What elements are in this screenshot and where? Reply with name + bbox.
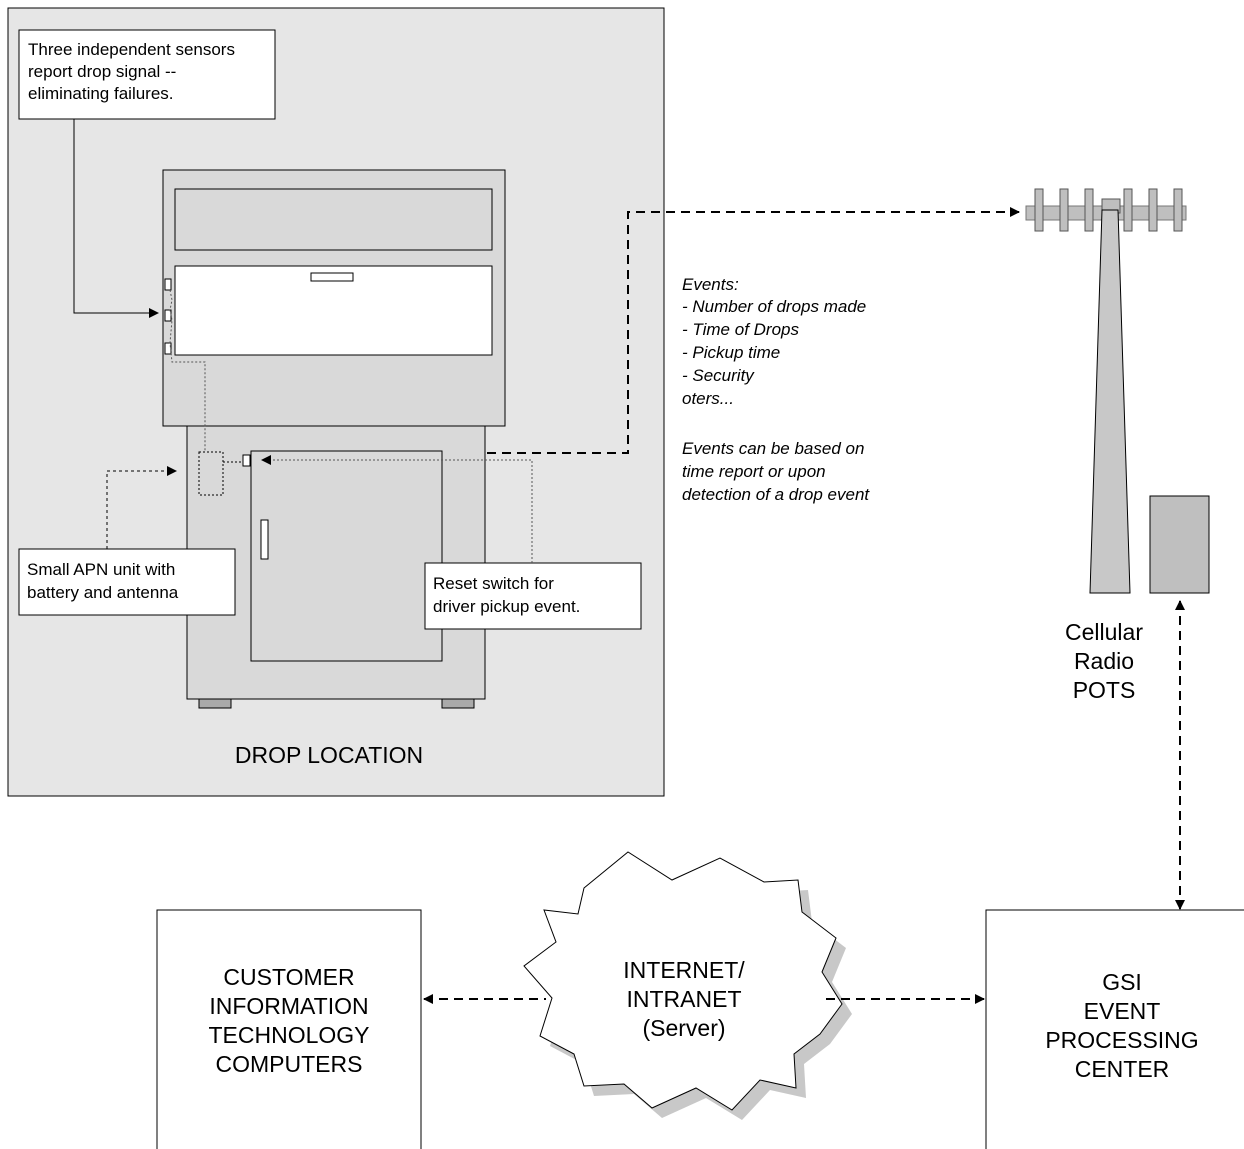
drop-slot (310, 272, 354, 282)
customer-label-line-1: CUSTOMER (223, 964, 354, 990)
customer-label-line-3: TECHNOLOGY (208, 1022, 369, 1048)
customer-label-line-2: INFORMATION (209, 993, 368, 1019)
events-basis-line-2: time report or upon (682, 462, 826, 481)
sensors-callout: Three independent sensors report drop si… (18, 29, 276, 318)
sensor-2 (164, 309, 172, 322)
reset-callout-line-1: Reset switch for (433, 574, 554, 593)
reset-callout: Reset switch for driver pickup event. (261, 455, 642, 630)
events-note: Events: - Number of drops made - Time of… (682, 275, 870, 504)
sensors-callout-line-2: report drop signal -- (28, 62, 176, 81)
sensors-callout-leader (73, 119, 159, 318)
events-line-1: Events: (682, 275, 739, 294)
events-line-4: - Pickup time (682, 343, 780, 362)
events-basis-line-1: Events can be based on (682, 439, 864, 458)
internet-label-line-1: INTERNET/ (623, 957, 745, 983)
sensors-callout-line-3: eliminating failures. (28, 84, 174, 103)
internet-label-line-3: (Server) (642, 1015, 725, 1041)
apn-callout: Small APN unit with battery and antenna (18, 466, 236, 616)
customer-label-line-4: COMPUTERS (216, 1051, 363, 1077)
apn-callout-leader (106, 466, 177, 549)
cabinet-foot-left (198, 698, 232, 709)
drop-location-title: DROP LOCATION (235, 742, 423, 768)
events-basis-line-3: detection of a drop event (682, 485, 870, 504)
reset-switch (242, 454, 251, 467)
gsi-label-line-3: PROCESSING (1045, 1027, 1198, 1053)
drop-cabinet (162, 169, 506, 709)
events-line-2: - Number of drops made (682, 297, 866, 316)
events-line-3: - Time of Drops (682, 320, 799, 339)
cloud-shape (523, 851, 843, 1111)
events-line-6: oters... (682, 389, 734, 408)
internet-cloud-icon: INTERNET/ INTRANET (Server) (523, 851, 852, 1120)
customer-computers-box: CUSTOMER INFORMATION TECHNOLOGY COMPUTER… (156, 909, 422, 1149)
cabinet-top-panel (174, 188, 493, 251)
door-handle (260, 519, 269, 560)
apn-unit (198, 451, 224, 496)
tower-label-line-2: Radio (1074, 648, 1134, 674)
cellular-link-arrow (487, 207, 1020, 454)
apn-callout-line-1: Small APN unit with (27, 560, 175, 579)
sensor-wiring (169, 289, 206, 452)
cabinet-door (250, 450, 443, 662)
cabinet-foot-right (441, 698, 475, 709)
reset-callout-line-2: driver pickup event. (433, 597, 580, 616)
gsi-label-line-1: GSI (1102, 969, 1142, 995)
radio-equipment-box (1149, 495, 1210, 594)
sensors-callout-line-1: Three independent sensors (28, 40, 235, 59)
gsi-label-line-4: CENTER (1075, 1056, 1170, 1082)
apn-callout-line-2: battery and antenna (27, 583, 179, 602)
tower-mast (1089, 209, 1131, 594)
tower-label-line-1: Cellular (1065, 619, 1143, 645)
sensor-3 (164, 342, 172, 355)
gsi-label-line-2: EVENT (1084, 998, 1161, 1024)
events-line-5: - Security (682, 366, 755, 385)
internet-label-line-2: INTRANET (627, 986, 742, 1012)
tower-label-line-3: POTS (1073, 677, 1136, 703)
cellular-tower-icon: Cellular Radio POTS (1025, 188, 1210, 703)
gsi-event-center-box: GSI EVENT PROCESSING CENTER (985, 909, 1244, 1149)
sensor-1 (164, 278, 172, 291)
